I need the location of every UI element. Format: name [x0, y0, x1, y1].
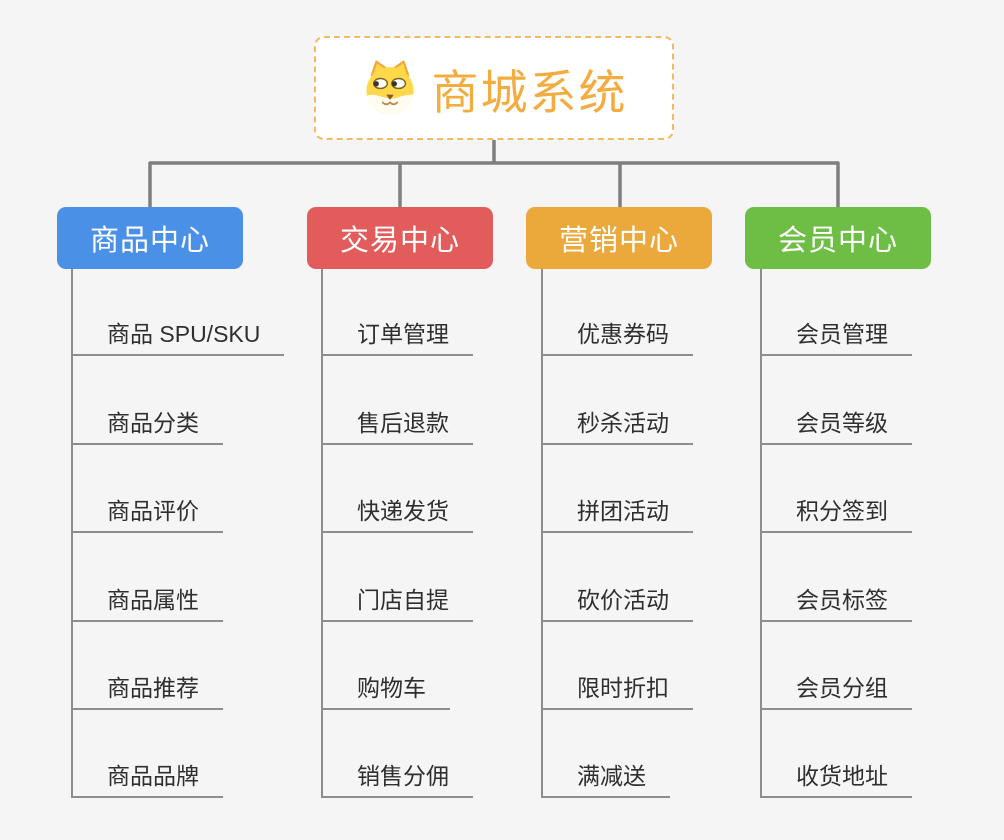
- leaf-node[interactable]: 收货地址: [762, 752, 912, 798]
- branch-node-product-center[interactable]: 商品中心: [57, 207, 243, 269]
- dog-face-icon: [365, 60, 414, 115]
- branch-children-member-center: 会员管理 会员等级 积分签到 会员标签 会员分组 收货地址: [760, 269, 1004, 798]
- branch-node-member-center[interactable]: 会员中心: [745, 207, 931, 269]
- leaf-node[interactable]: 售后退款: [323, 399, 473, 445]
- leaf-node[interactable]: 商品评价: [73, 487, 223, 533]
- root-node-title: 商城系统: [431, 65, 628, 119]
- leaf-node[interactable]: 砍价活动: [543, 576, 693, 622]
- leaf-node[interactable]: 商品属性: [73, 576, 223, 622]
- branch-node-label: 会员中心: [777, 225, 898, 257]
- leaf-node[interactable]: 拼团活动: [543, 487, 693, 533]
- leaf-node[interactable]: 会员标签: [762, 576, 912, 622]
- branch-children-marketing-center: 优惠券码 秒杀活动 拼团活动 砍价活动 限时折扣 满减送: [541, 269, 793, 798]
- root-node-mall-system[interactable]: 商城系统: [314, 36, 674, 140]
- leaf-node[interactable]: 快递发货: [323, 487, 473, 533]
- leaf-node[interactable]: 购物车: [323, 664, 450, 710]
- leaf-node[interactable]: 积分签到: [762, 487, 912, 533]
- branch-children-product-center: 商品 SPU/SKU 商品分类 商品评价 商品属性 商品推荐 商品品牌: [71, 269, 323, 798]
- branch-node-label: 交易中心: [339, 225, 460, 257]
- leaf-node[interactable]: 优惠券码: [543, 310, 693, 356]
- leaf-node[interactable]: 商品 SPU/SKU: [73, 310, 285, 356]
- leaf-node[interactable]: 商品分类: [73, 399, 223, 445]
- leaf-node[interactable]: 商品品牌: [73, 752, 223, 798]
- leaf-node[interactable]: 商品推荐: [73, 664, 223, 710]
- branch-node-label: 商品中心: [89, 225, 210, 257]
- leaf-node[interactable]: 会员分组: [762, 664, 912, 710]
- branch-node-trade-center[interactable]: 交易中心: [307, 207, 493, 269]
- leaf-node[interactable]: 会员等级: [762, 399, 912, 445]
- leaf-node[interactable]: 限时折扣: [543, 664, 693, 710]
- leaf-node[interactable]: 销售分佣: [323, 752, 473, 798]
- leaf-node[interactable]: 会员管理: [762, 310, 912, 356]
- branch-node-marketing-center[interactable]: 营销中心: [526, 207, 712, 269]
- branch-children-trade-center: 订单管理 售后退款 快递发货 门店自提 购物车 销售分佣: [321, 269, 573, 798]
- leaf-node[interactable]: 订单管理: [323, 310, 473, 356]
- branch-node-label: 营销中心: [558, 225, 679, 257]
- leaf-node[interactable]: 满减送: [543, 752, 670, 798]
- leaf-node[interactable]: 门店自提: [323, 576, 473, 622]
- leaf-node[interactable]: 秒杀活动: [543, 399, 693, 445]
